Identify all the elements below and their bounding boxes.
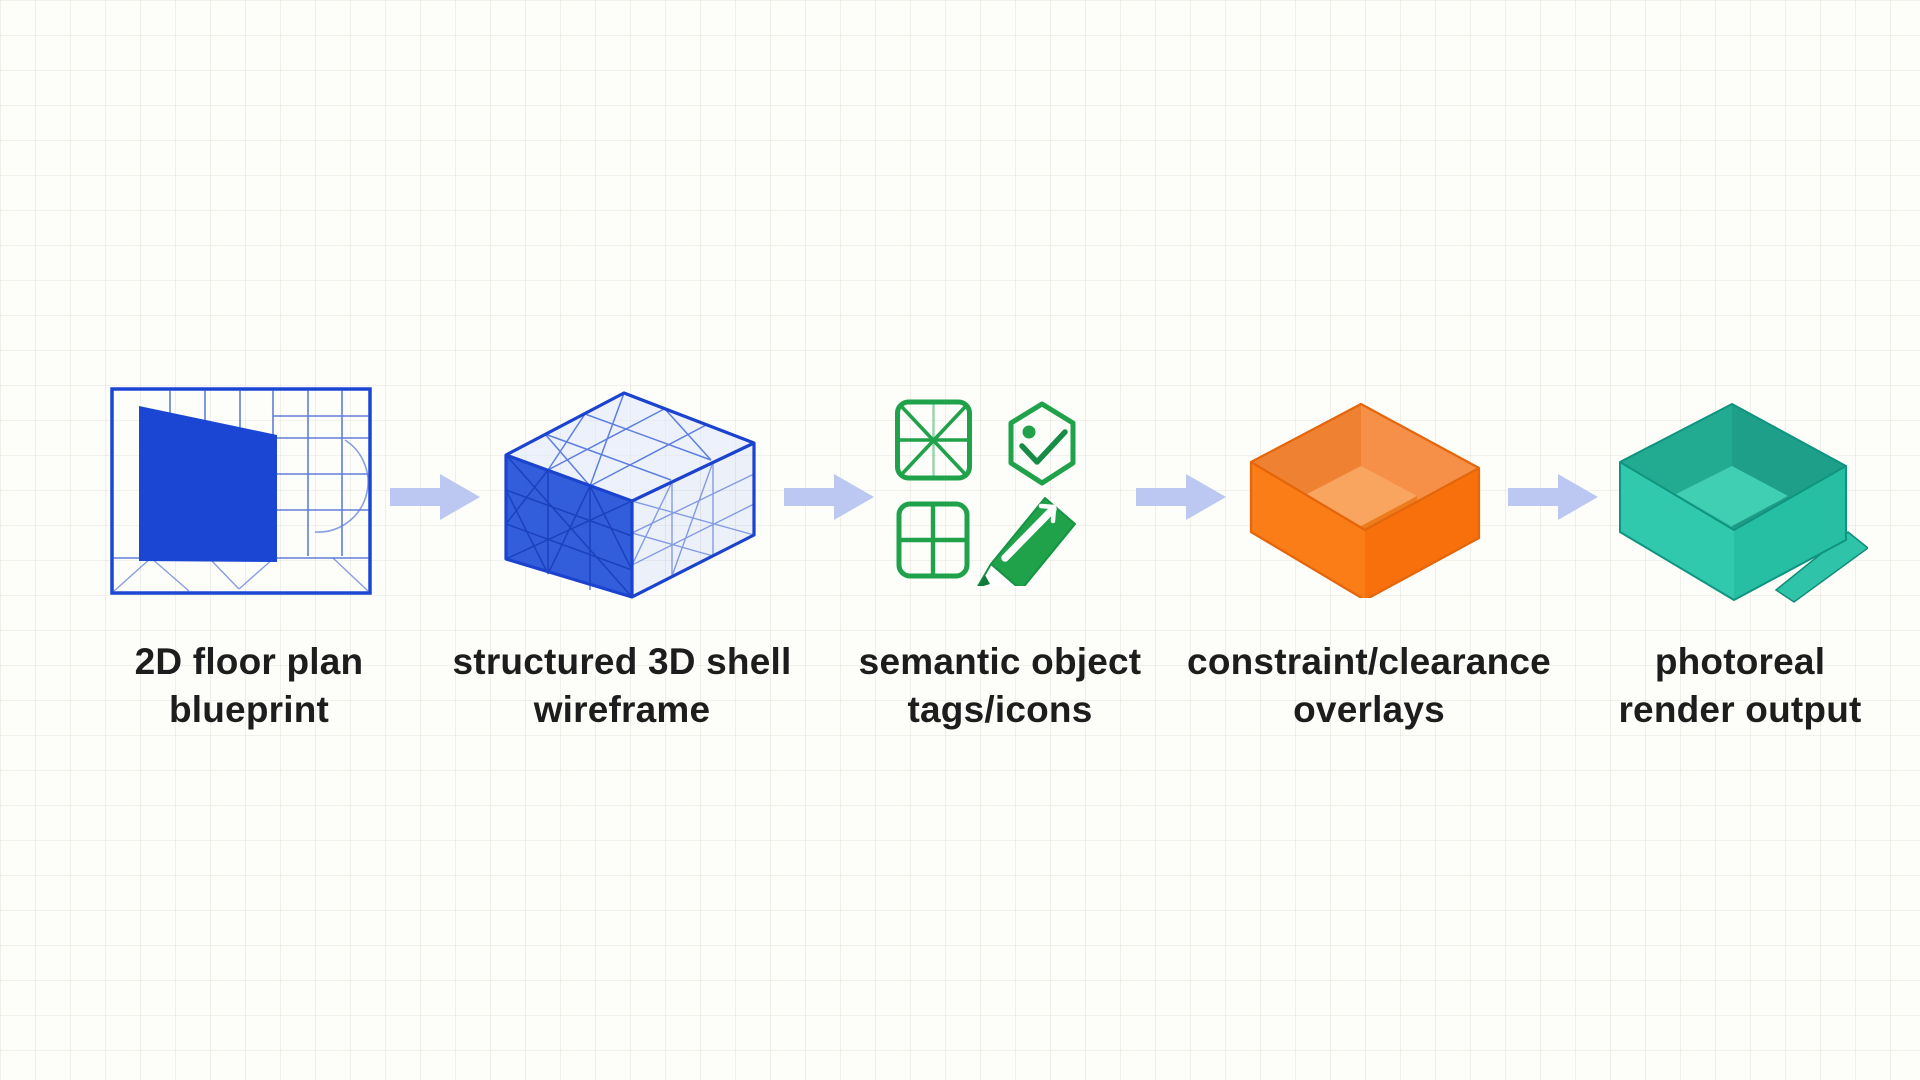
flow-arrow-2 — [784, 474, 874, 520]
door-swing-arc — [314, 439, 369, 533]
hexagon-check-icon — [1008, 401, 1076, 486]
label-line: constraint/clearance — [1187, 641, 1551, 682]
render-output-box-icon — [1619, 403, 1868, 603]
stage-label-wireframe: structured 3D shell wireframe — [392, 638, 852, 734]
floor-plan-blueprint-icon — [110, 387, 372, 595]
label-line: tags/icons — [907, 689, 1093, 730]
label-line: render output — [1618, 689, 1862, 730]
semantic-tag-icons — [895, 399, 1076, 586]
open-box-clearance-icon — [1249, 402, 1481, 598]
wireframe-front-mesh — [505, 454, 633, 598]
label-line: structured 3D shell — [452, 641, 792, 682]
label-line: semantic object — [858, 641, 1142, 682]
stage-label-photoreal-render: photoreal render output — [1510, 638, 1920, 734]
label-line: wireframe — [533, 689, 711, 730]
flow-arrow-3 — [1136, 474, 1226, 520]
flow-arrow-4 — [1508, 474, 1598, 520]
label-line: overlays — [1293, 689, 1445, 730]
stage-label-floor-plan: 2D floor plan blueprint — [19, 638, 479, 734]
flow-arrow-1 — [390, 474, 480, 520]
label-line: 2D floor plan — [134, 641, 364, 682]
wireframe-box-edges — [504, 391, 756, 599]
stage-label-semantic-tags: semantic object tags/icons — [770, 638, 1230, 734]
grid-x-icon — [895, 399, 972, 481]
label-line: blueprint — [168, 689, 330, 730]
blueprint-filled-wall — [139, 406, 277, 562]
box-edges — [1619, 403, 1847, 601]
box-edges — [1249, 402, 1481, 598]
pencil-icon — [977, 497, 1076, 586]
wireframe-right-mesh — [631, 461, 755, 577]
wireframe-3d-shell-icon — [504, 391, 756, 599]
window-grid-icon — [896, 501, 970, 579]
wireframe-top-mesh — [544, 392, 712, 487]
stage-label-constraint-overlays: constraint/clearance overlays — [1139, 638, 1599, 734]
label-line: photoreal — [1654, 641, 1826, 682]
blueprint-floor-perspective — [112, 557, 370, 593]
